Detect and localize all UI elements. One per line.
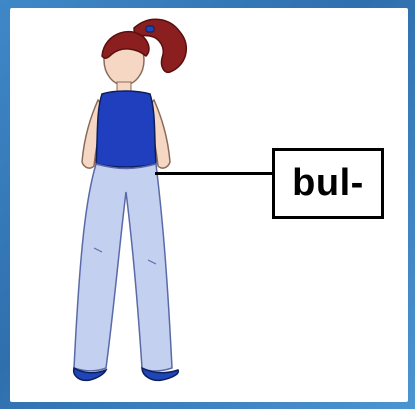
illustration-card: bul-	[10, 8, 408, 402]
body-part-label: bul-	[292, 162, 364, 204]
pants-fold-right	[147, 259, 157, 265]
hair-clip	[145, 25, 155, 33]
shirt	[95, 90, 157, 168]
hair-bangs	[101, 30, 150, 59]
body-part-label-box: bul-	[272, 148, 384, 219]
woman-figure-icon	[72, 18, 188, 382]
pants	[73, 163, 173, 372]
right-shoe	[141, 366, 180, 382]
hair-ponytail	[133, 18, 188, 74]
left-shoe	[72, 366, 108, 382]
pointer-line	[155, 172, 273, 175]
pants-fold-left	[93, 247, 103, 253]
